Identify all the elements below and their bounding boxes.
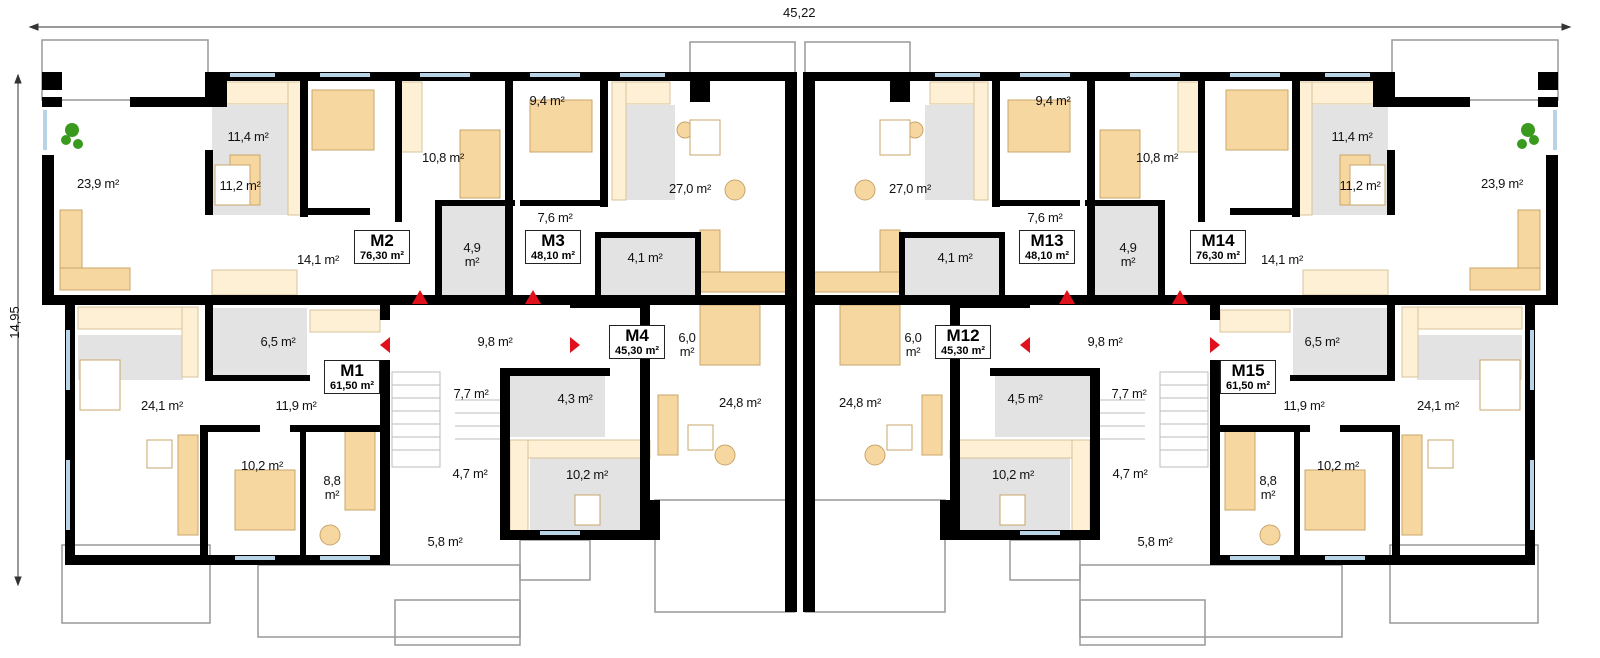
room-area-label: 11,2 m²	[1339, 178, 1381, 193]
room-area-label: 9,8 m²	[1087, 334, 1123, 349]
unit-area: 61,50 m²	[329, 380, 375, 392]
room-area-label: 6,0 m²	[678, 330, 696, 359]
room-area-label: 11,9 m²	[1283, 398, 1325, 413]
width-dimension: 45,22	[783, 5, 816, 20]
room-area-label: 7,7 m²	[1111, 386, 1147, 401]
room-area-label: 4,1 m²	[627, 250, 663, 265]
room-area-label: 9,4 m²	[1035, 93, 1071, 108]
room-area-label: 23,9 m²	[77, 176, 119, 191]
room-area-label: 11,9 m²	[275, 398, 317, 413]
room-area-label: 7,6 m²	[1027, 210, 1063, 225]
room-area-label: 4,9 m²	[1119, 240, 1137, 269]
depth-dimension: 14,95	[6, 306, 22, 339]
room-area-label: 14,1 m²	[1261, 252, 1303, 267]
room-area-label: 6,5 m²	[1304, 334, 1340, 349]
unit-area: 45,30 m²	[614, 345, 660, 357]
unit-name: M3	[541, 231, 565, 250]
room-area-label: 11,4 m²	[1331, 129, 1373, 144]
room-area-label: 6,5 m²	[260, 334, 296, 349]
room-area-label: 24,8 m²	[719, 395, 761, 410]
room-area-label: 11,4 m²	[227, 129, 269, 144]
unit-area: 61,50 m²	[1225, 380, 1271, 392]
room-area-label: 24,1 m²	[141, 398, 183, 413]
room-area-label: 8,8 m²	[323, 473, 341, 502]
room-area-label: 5,8 m²	[1137, 534, 1173, 549]
room-area-label: 10,2 m²	[241, 458, 283, 473]
unit-name: M4	[625, 326, 649, 345]
room-area-label: 10,8 m²	[422, 150, 464, 165]
room-area-label: 10,2 m²	[992, 467, 1034, 482]
room-area-label: 24,8 m²	[839, 395, 881, 410]
room-area-label: 27,0 m²	[669, 181, 711, 196]
room-area-label: 6,0 m²	[904, 330, 922, 359]
unit-area: 48,10 m²	[1024, 250, 1070, 262]
room-area-label: 9,4 m²	[529, 93, 565, 108]
room-area-label: 4,3 m²	[557, 391, 593, 406]
room-area-label: 10,2 m²	[1317, 458, 1359, 473]
unit-name: M1	[340, 361, 364, 380]
room-area-label: 4,9 m²	[463, 240, 481, 269]
room-area-label: 24,1 m²	[1417, 398, 1459, 413]
room-area-label: 23,9 m²	[1481, 176, 1523, 191]
room-area-label: 4,1 m²	[937, 250, 973, 265]
room-area-label: 5,8 m²	[427, 534, 463, 549]
room-area-label: 10,2 m²	[566, 467, 608, 482]
room-area-label: 4,7 m²	[1112, 466, 1148, 481]
dimension-lines	[14, 23, 1572, 587]
unit-name: M2	[370, 231, 394, 250]
room-area-label: 4,5 m²	[1007, 391, 1043, 406]
room-area-label: 7,7 m²	[453, 386, 489, 401]
unit-area: 76,30 m²	[359, 250, 405, 262]
room-area-label: 4,7 m²	[452, 466, 488, 481]
room-area-label: 10,8 m²	[1136, 150, 1178, 165]
room-area-label: 8,8 m²	[1259, 473, 1277, 502]
room-area-label: 7,6 m²	[537, 210, 573, 225]
unit-area: 76,30 m²	[1195, 250, 1241, 262]
unit-name: M14	[1201, 231, 1235, 250]
unit-name: M12	[946, 326, 980, 345]
room-area-label: 9,8 m²	[477, 334, 513, 349]
unit-area: 48,10 m²	[530, 250, 576, 262]
unit-area: 45,30 m²	[940, 345, 986, 357]
unit-name: M15	[1231, 361, 1265, 380]
room-area-label: 14,1 m²	[297, 252, 339, 267]
unit-name: M13	[1030, 231, 1064, 250]
room-area-label: 11,2 m²	[219, 178, 261, 193]
room-area-label: 27,0 m²	[889, 181, 931, 196]
